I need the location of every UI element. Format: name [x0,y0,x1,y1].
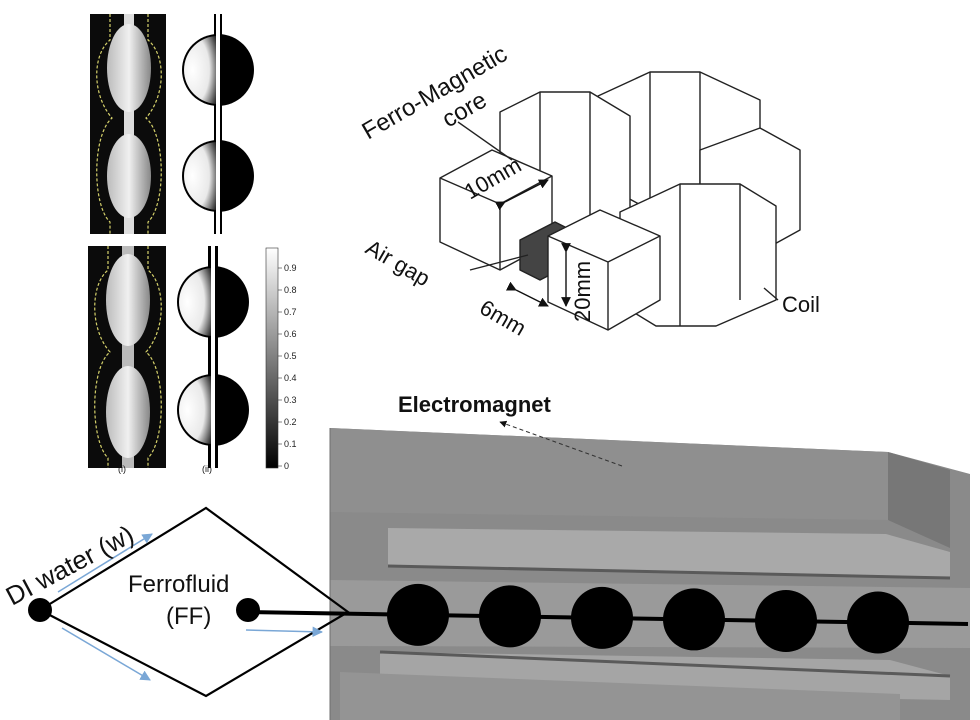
colorbar-tick-label: 0.8 [284,285,297,295]
flow-arrow-lower [61,627,151,681]
electromagnet-pointer [499,420,623,467]
ferrofluid-inlet [236,598,260,622]
coil-label: Coil [782,292,820,317]
dim-height-label: 20mm [570,261,595,322]
dim-gap-label: 6mm [476,295,531,341]
air-gap-label: Air gap [362,235,435,292]
ff-label-line1: Ferrofluid [128,571,229,598]
flow-channel [28,506,969,698]
ferrofluid-droplet [663,588,725,651]
colorbar-tick-label: 0.6 [284,329,297,339]
ferrofluid-droplet [847,591,909,654]
colorbar-tick-label: 0.3 [284,395,297,405]
simulation-image-bottom [177,246,249,468]
simulation-image-top [182,14,254,234]
colorbar-tick-labels: 0.9 0.8 0.7 0.6 0.5 0.4 0.3 0.2 0.1 0 [278,263,297,471]
core-title-line1: Ferro-Magnetic [358,40,512,145]
colorbar-tick-label: 0.5 [284,351,297,361]
ferrofluid-droplet [479,585,541,648]
flow-arrow-ff [245,626,324,637]
experiment-image-top [90,14,166,234]
ferrofluid-droplet [571,586,633,649]
core-diagram [439,71,801,331]
colorbar-tick-label: 0.4 [284,373,297,383]
sub-label-ii: (ii) [202,464,212,474]
water-label: DI water (w) [1,519,139,611]
ff-label-line2: (FF) [166,603,211,630]
sub-label-i: (i) [118,464,126,474]
colorbar: 0.9 0.8 0.7 0.6 0.5 0.4 0.3 0.2 0.1 0 [265,247,297,471]
droplet-train [387,583,909,654]
water-channel [37,506,350,698]
electromagnet-label: Electromagnet [398,392,551,417]
electromagnet [329,428,970,720]
simulation-panel: (i) (ii) 0.9 0.8 0.7 0.6 0.5 0.4 0.3 0.2 0.1 0 [88,14,297,474]
experiment-image-bottom [88,246,166,468]
colorbar-tick-label: 0 [284,461,289,471]
colorbar-tick-label: 0.2 [284,417,297,427]
water-inlet [28,598,52,622]
ferrofluid-droplet [755,589,817,652]
flow-arrow-upper [57,533,153,593]
ferrofluid-droplet [387,583,449,646]
colorbar-tick-label: 0.9 [284,263,297,273]
colorbar-tick-label: 0.7 [284,307,297,317]
colorbar-tick-label: 0.1 [284,439,297,449]
